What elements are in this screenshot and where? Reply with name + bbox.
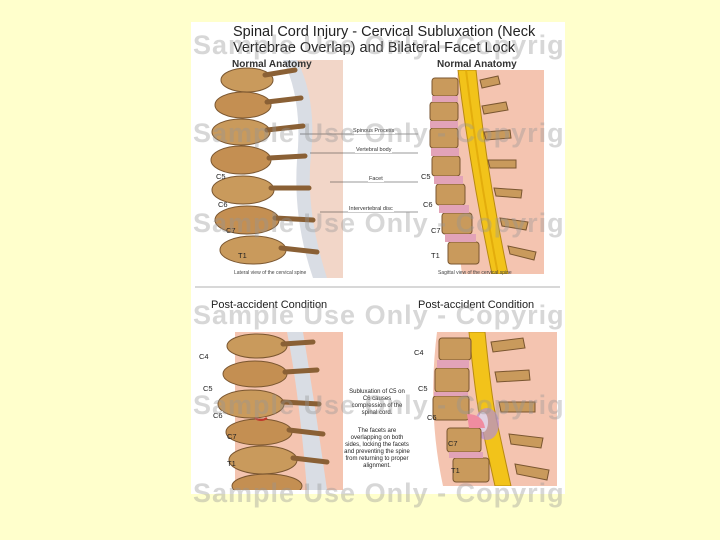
label-top-left-c5: C5 (216, 172, 226, 181)
leader-facet: Facet (368, 176, 384, 182)
label-bottom-right-c6: C6 (427, 413, 437, 422)
leader-vertebral-body: Vertebral body (355, 147, 392, 153)
label-bottom-right-c4: C4 (414, 348, 424, 357)
label-bottom-left-c7: C7 (227, 432, 237, 441)
figure-title: Spinal Cord Injury - Cervical Subluxatio… (233, 24, 563, 56)
label-bottom-left-c4: C4 (199, 352, 209, 361)
label-top-left-c6: C6 (218, 200, 228, 209)
section-divider (195, 285, 560, 289)
label-top-right-c7: C7 (431, 226, 441, 235)
label-top-right-t1: T1 (431, 251, 440, 260)
label-top-left-c7: C7 (226, 226, 236, 235)
panel-title-top-left: Normal Anatomy (232, 59, 312, 70)
panel-title-bottom-left: Post-accident Condition (211, 299, 327, 311)
label-top-right-c5: C5 (421, 172, 431, 181)
panel-bottom-right-illustration (413, 332, 557, 486)
label-bottom-left-c6: C6 (213, 411, 223, 420)
label-bottom-left-c5: C5 (203, 384, 213, 393)
caption-top-right: Sagittal view of the cervical spine (438, 270, 512, 276)
label-bottom-right-c5: C5 (418, 384, 428, 393)
label-bottom-right-t1: T1 (451, 466, 460, 475)
caption-top-left: Lateral view of the cervical spine (234, 270, 306, 276)
label-top-left-t1: T1 (238, 251, 247, 260)
leader-spinous-process: Spinous Process (352, 128, 395, 134)
label-bottom-left-t1: T1 (227, 459, 236, 468)
note-facets: The facets are overlapping on both sides… (344, 428, 410, 470)
note-subluxation: Subluxation of C5 on C6 causes compressi… (348, 389, 406, 417)
panel-title-top-right: Normal Anatomy (437, 59, 517, 70)
leader-intervertebral-disc: Intervertebral disc (348, 206, 394, 212)
panel-top-right-illustration (418, 70, 544, 274)
panel-title-bottom-right: Post-accident Condition (418, 299, 534, 311)
label-bottom-right-c7: C7 (448, 439, 458, 448)
label-top-right-c6: C6 (423, 200, 433, 209)
